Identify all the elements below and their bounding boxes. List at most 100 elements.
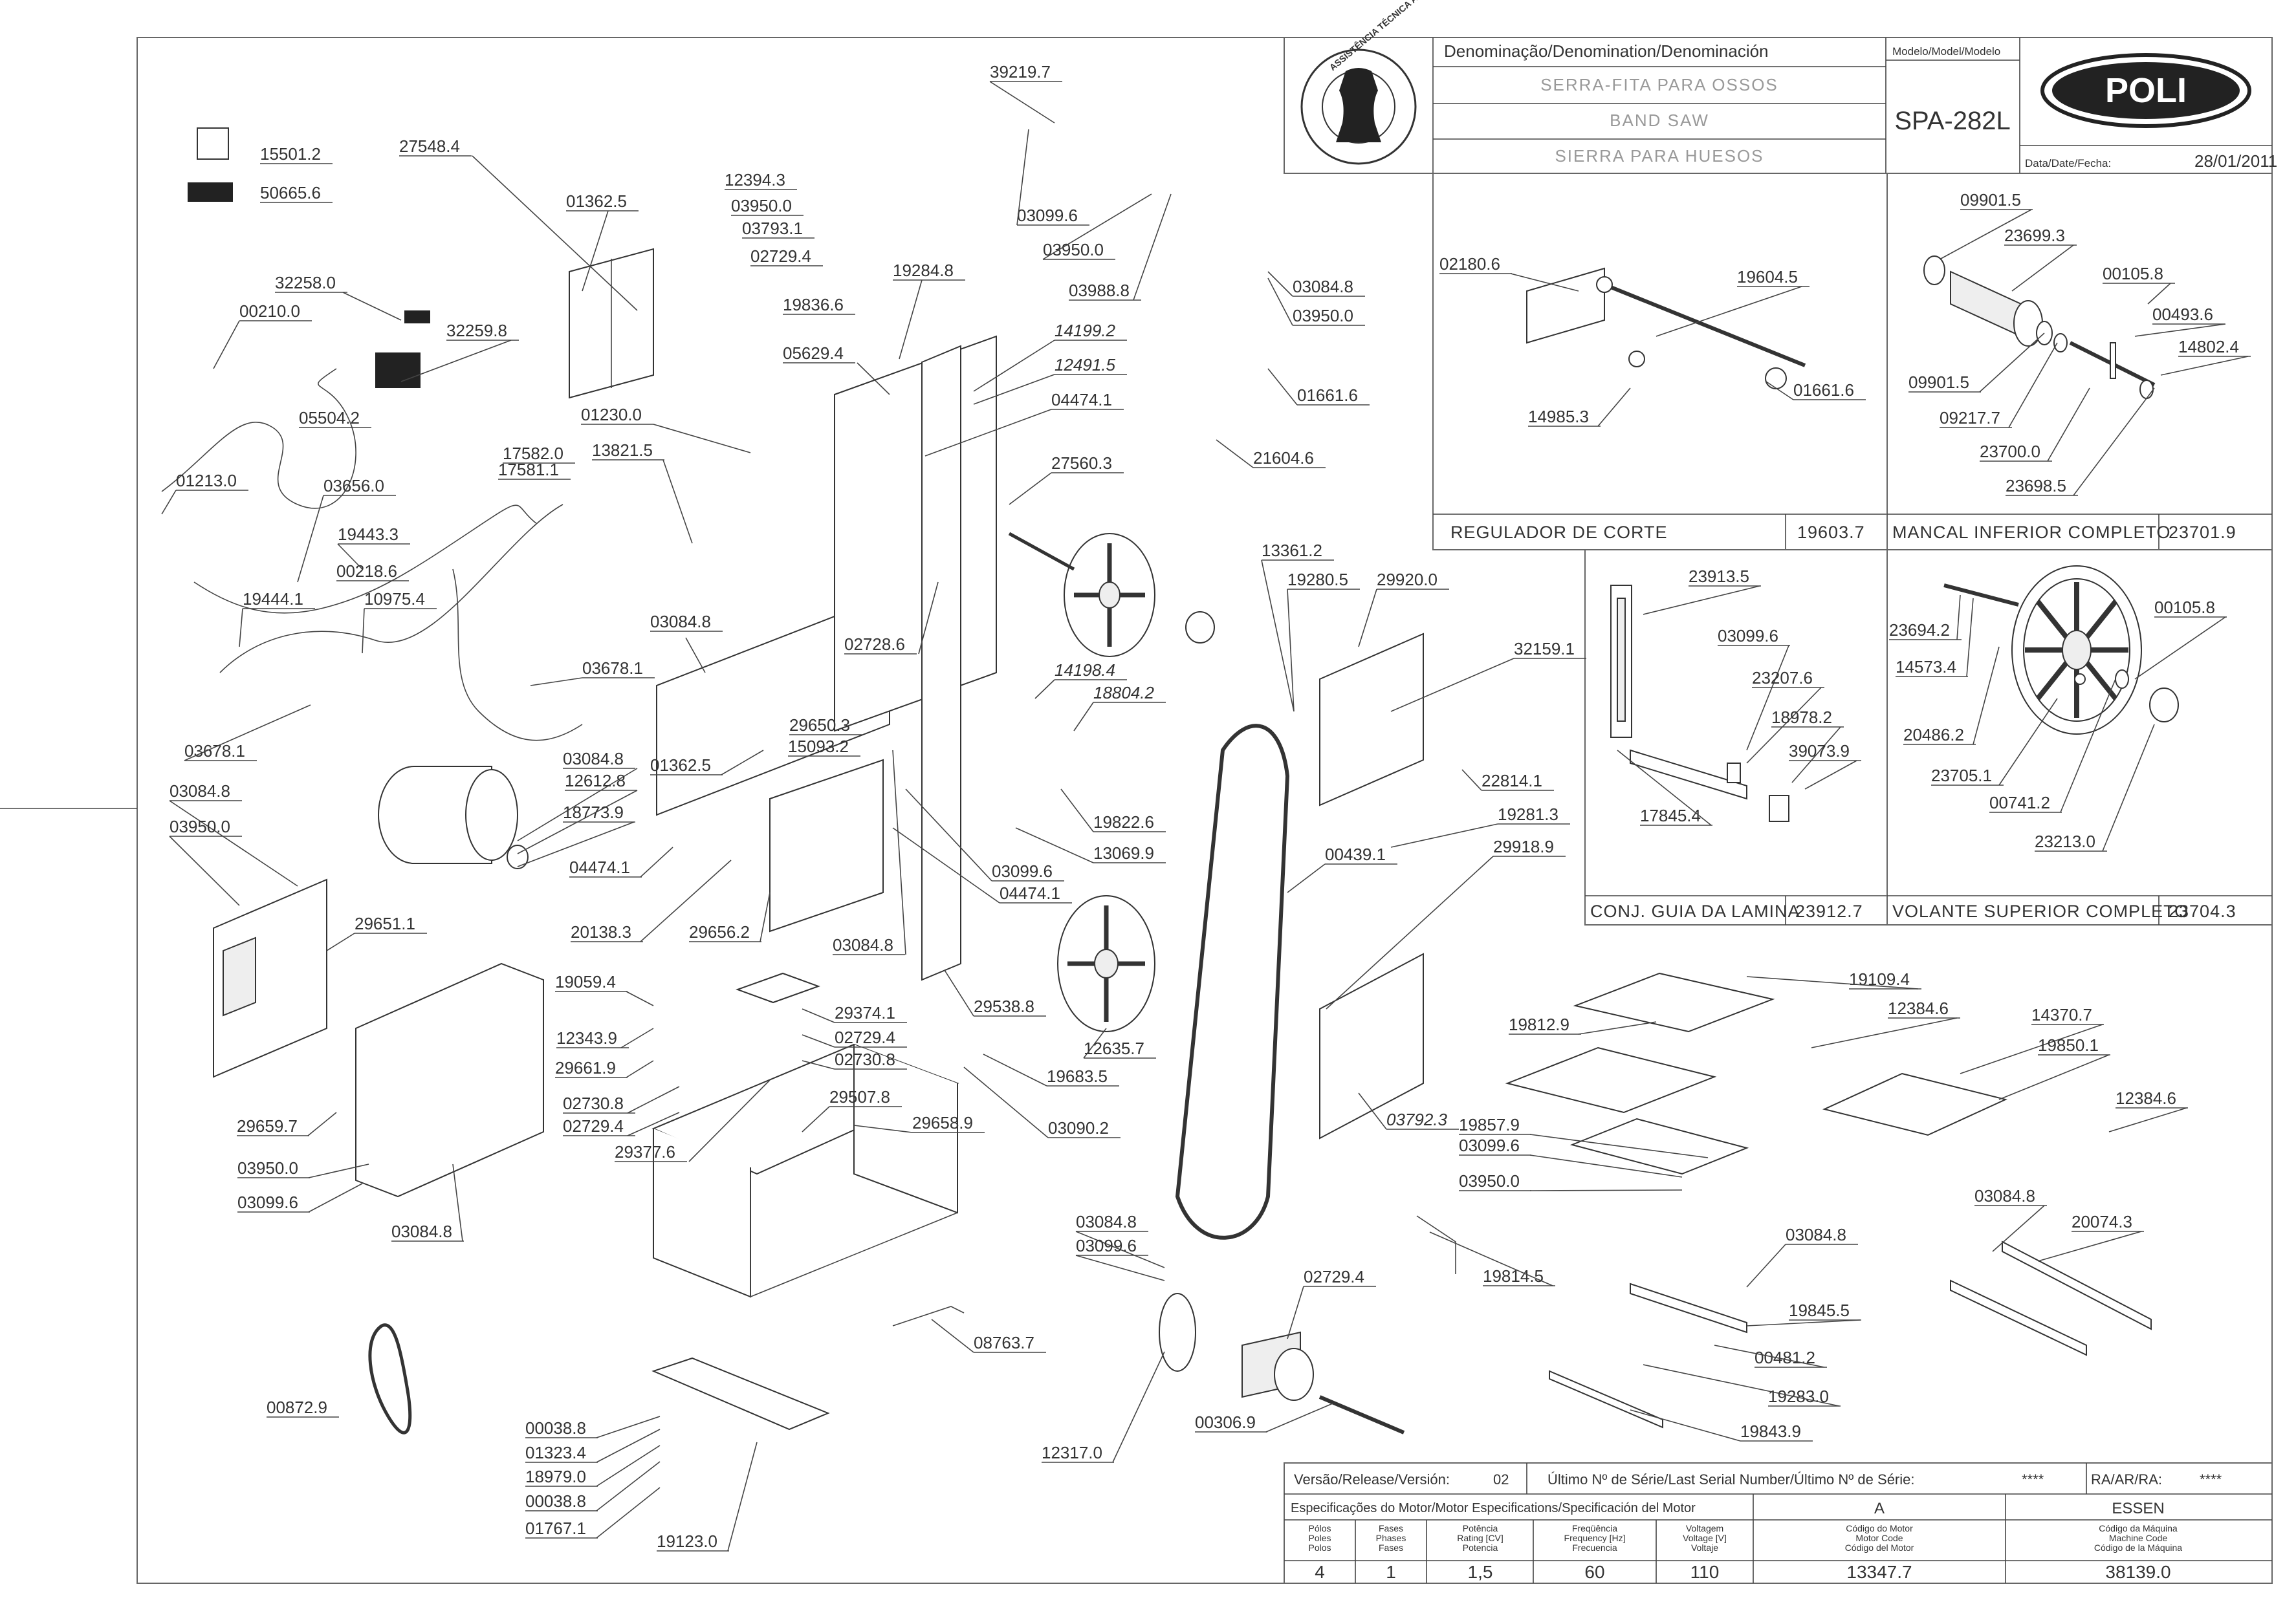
part-label: 03678.1 xyxy=(582,658,643,678)
leader-line xyxy=(213,320,240,369)
model-code: SPA-282L xyxy=(1894,107,2010,135)
part-label: 19059.4 xyxy=(555,972,616,991)
leader-line xyxy=(905,788,992,882)
leader-line xyxy=(973,340,1055,392)
part-label: 29658.9 xyxy=(912,1113,973,1132)
leader-line xyxy=(1326,856,1494,1010)
leader-line xyxy=(1643,585,1760,615)
part-label: 09901.5 xyxy=(1960,190,2021,210)
spec-column-head: Código de la Máquina xyxy=(2094,1543,2182,1553)
part-label: 29918.9 xyxy=(1493,837,1554,856)
part-label: 09217.7 xyxy=(1940,408,2000,428)
part-label: 19443.3 xyxy=(338,525,399,544)
spec-column-head: Freqüência xyxy=(1572,1523,1617,1533)
part-label: 23700.0 xyxy=(1980,442,2040,461)
leader-line xyxy=(1461,769,1482,791)
footer-specs: Versão/Release/Versión: 02 Último Nº de … xyxy=(1284,1462,2273,1584)
date-label: Data/Date/Fecha: xyxy=(2025,157,2111,169)
leader-line xyxy=(721,750,764,775)
main-assembly-drawing xyxy=(161,127,2152,1435)
code-guia: 23912.7 xyxy=(1795,902,1863,921)
leader-line xyxy=(1112,1351,1165,1463)
part-label: 00306.9 xyxy=(1195,1413,1256,1432)
part-label: 19123.0 xyxy=(657,1532,717,1551)
leader-line xyxy=(1042,193,1152,260)
leader-line xyxy=(802,1034,835,1048)
part-label: 17581.1 xyxy=(498,460,559,479)
leader-line xyxy=(1597,387,1631,427)
part-label: 29377.6 xyxy=(615,1142,675,1162)
part-label: 01230.0 xyxy=(581,405,642,424)
serial-label: Último Nº de Série/Last Serial Number/Úl… xyxy=(1547,1471,1915,1488)
part-label: 13069.9 xyxy=(1093,843,1154,863)
part-label: 29659.7 xyxy=(237,1116,298,1136)
leader-line xyxy=(688,1079,771,1162)
part-label: 02729.4 xyxy=(1304,1267,1364,1286)
denomination-header: Denominação/Denomination/Denominación xyxy=(1444,41,1769,61)
subassembly-guia-lamina: CONJ. GUIA DA LAMINA 23912.7 xyxy=(1584,549,1888,926)
leader-line xyxy=(727,1442,758,1552)
leader-line xyxy=(342,292,402,321)
spec-column-head: Fases xyxy=(1379,1543,1403,1553)
drawing-date: 28/01/2011 xyxy=(2194,151,2277,171)
leader-line xyxy=(924,409,1052,457)
leader-line xyxy=(963,1066,1049,1138)
spec-column-value: 1 xyxy=(1386,1562,1396,1582)
leader-line xyxy=(1390,823,1498,848)
leader-line xyxy=(802,1106,830,1132)
leader-line xyxy=(1510,273,1579,292)
part-label: 12317.0 xyxy=(1042,1443,1102,1462)
leader-line xyxy=(802,1008,835,1023)
part-label: 02729.4 xyxy=(563,1116,624,1136)
part-label: 19850.1 xyxy=(2038,1035,2099,1055)
part-label: 29374.1 xyxy=(835,1003,895,1023)
leader-line xyxy=(653,424,751,453)
part-label: 14198.4 xyxy=(1055,660,1115,680)
leader-line xyxy=(1390,658,1514,712)
part-label: 19281.3 xyxy=(1498,805,1558,824)
leader-line xyxy=(662,459,693,544)
machine-name-en: BAND SAW xyxy=(1610,111,1709,130)
part-label: 19814.5 xyxy=(1483,1266,1544,1286)
spec-column-value: 60 xyxy=(1584,1562,1604,1582)
part-label: 12384.6 xyxy=(2116,1088,2176,1108)
release-label: Versão/Release/Versión: xyxy=(1294,1471,1450,1488)
leader-line xyxy=(1529,1134,1709,1158)
leader-line xyxy=(362,608,365,654)
part-label: 19683.5 xyxy=(1047,1066,1108,1086)
leader-line xyxy=(2073,387,2155,496)
leader-line xyxy=(2147,283,2171,305)
part-label: 03099.6 xyxy=(237,1193,298,1212)
leader-line xyxy=(853,1125,913,1133)
part-label: 12635.7 xyxy=(1084,1039,1144,1058)
part-label: 03084.8 xyxy=(1293,277,1353,296)
leader-line xyxy=(1133,193,1172,301)
spec-column-head: Fases xyxy=(1379,1523,1403,1533)
leader-line xyxy=(2047,387,2090,462)
leader-line xyxy=(1075,1255,1165,1281)
part-label: 18979.0 xyxy=(525,1467,586,1486)
spec-column-value: 38139.0 xyxy=(2105,1562,2170,1582)
essen-label: ESSEN xyxy=(2112,1500,2164,1517)
leader-line xyxy=(1979,332,2045,393)
part-label: 12343.9 xyxy=(556,1028,617,1048)
part-label: 29661.9 xyxy=(555,1058,616,1077)
leader-line xyxy=(1015,827,1094,863)
part-label: 01661.6 xyxy=(1297,385,1358,405)
leader-line xyxy=(1529,1154,1683,1178)
part-label: 17845.4 xyxy=(1640,806,1701,825)
leader-line xyxy=(596,1416,661,1438)
part-label: 03084.8 xyxy=(391,1222,452,1241)
part-label: 23213.0 xyxy=(2035,832,2095,851)
part-label: 02728.6 xyxy=(844,634,905,654)
leader-line xyxy=(1034,679,1055,699)
leader-line xyxy=(1998,698,2058,786)
leader-line xyxy=(1956,594,1961,640)
part-label: 19845.5 xyxy=(1789,1301,1850,1320)
leader-line xyxy=(918,581,939,655)
title-block: ASSISTÊNCIA TÉCNICA AUTORIZADA Denominaç… xyxy=(1284,0,2277,550)
part-label: 39219.7 xyxy=(990,62,1051,81)
part-label: 19822.6 xyxy=(1093,812,1154,832)
machine-name-es: SIERRA PARA HUESOS xyxy=(1555,146,1764,166)
part-label: 12394.3 xyxy=(725,170,785,189)
